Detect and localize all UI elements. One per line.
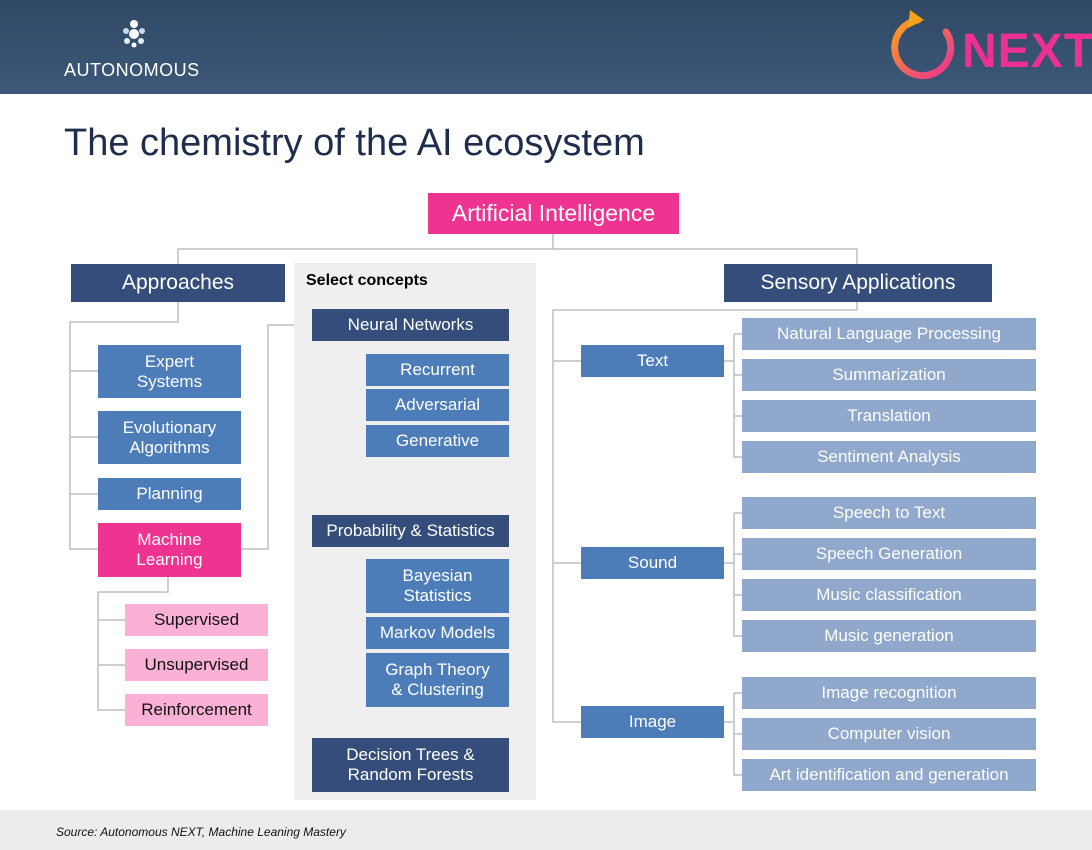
ml-unsupervised: Unsupervised [125,649,268,681]
footer-bar [0,810,1092,850]
source-note: Source: Autonomous NEXT, Machine Leaning… [56,825,346,839]
approach-evolutionary-algorithms: Evolutionary Algorithms [98,411,241,464]
approach-planning: Planning [98,478,241,510]
sensory-group-text: Text [581,345,724,377]
image-item-computer-vision: Computer vision [742,718,1036,750]
sound-item-speech-to-text: Speech to Text [742,497,1036,529]
ml-supervised: Supervised [125,604,268,636]
sound-item-music-generation: Music generation [742,620,1036,652]
concept-bayesian-statistics: Bayesian Statistics [366,559,509,613]
text-item-translation: Translation [742,400,1036,432]
sensory-group-image: Image [581,706,724,738]
autonomous-logo-icon [123,20,145,48]
concept-graph-theory-clustering: Graph Theory & Clustering [366,653,509,707]
next-logo-text: NEXT [962,25,1092,78]
concept-recurrent: Recurrent [366,354,509,386]
image-item-image-recognition: Image recognition [742,677,1036,709]
concept-decision-trees-random-forests: Decision Trees & Random Forests [312,738,509,792]
root-artificial-intelligence: Artificial Intelligence [428,193,679,234]
ml-reinforcement: Reinforcement [125,694,268,726]
brand-name: AUTONOMOUS [64,60,200,80]
concept-markov-models: Markov Models [366,617,509,649]
text-item-nlp: Natural Language Processing [742,318,1036,350]
page-title: The chemistry of the AI ecosystem [64,122,645,164]
approaches-header: Approaches [71,264,285,302]
concept-neural-networks: Neural Networks [312,309,509,341]
header-bar: AUTONOMOUS NEXT [0,0,1092,94]
concept-adversarial: Adversarial [366,389,509,421]
approach-machine-learning: Machine Learning [98,523,241,577]
circular-arrow-logo-icon [891,10,955,80]
concept-probability-statistics: Probability & Statistics [312,515,509,547]
sound-item-music-classification: Music classification [742,579,1036,611]
sound-item-speech-generation: Speech Generation [742,538,1036,570]
text-item-summarization: Summarization [742,359,1036,391]
sensory-applications-header: Sensory Applications [724,264,992,302]
text-item-sentiment-analysis: Sentiment Analysis [742,441,1036,473]
concept-generative: Generative [366,425,509,457]
approach-expert-systems: Expert Systems [98,345,241,398]
image-item-art-identification: Art identification and generation [742,759,1036,791]
select-concepts-title: Select concepts [306,272,428,289]
sensory-group-sound: Sound [581,547,724,579]
